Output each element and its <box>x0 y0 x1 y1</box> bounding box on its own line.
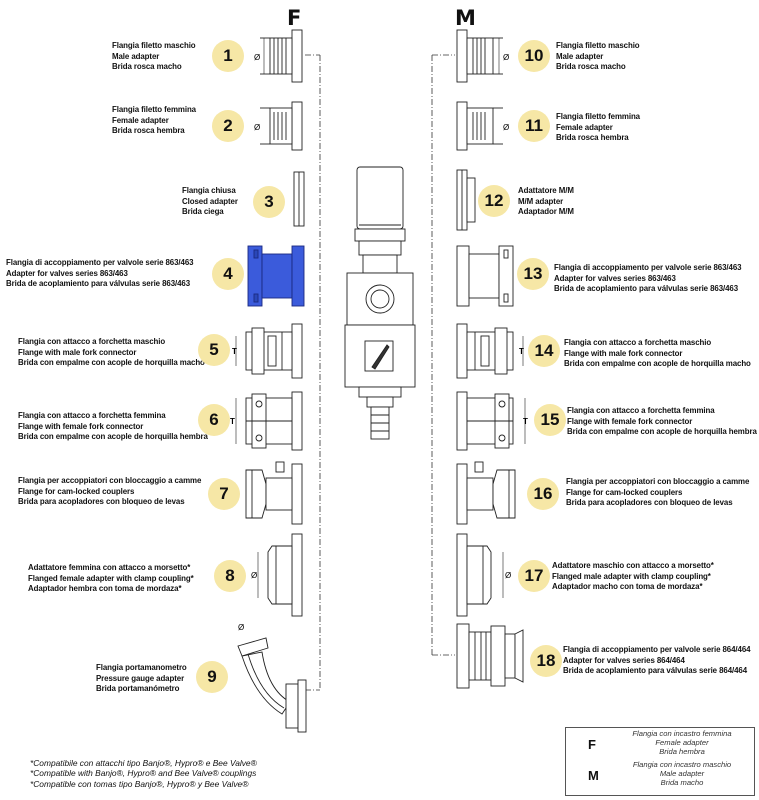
footnote: *Compatibile con attacchi tipo Banjo®, H… <box>30 758 257 789</box>
item-10-diameter-symbol: Ø <box>503 53 509 62</box>
item-1-badge: 1 <box>212 40 244 72</box>
item-18-drawing <box>456 623 524 689</box>
item-15-badge: 15 <box>534 404 566 436</box>
item-9-diameter-symbol: Ø <box>238 623 244 632</box>
item-11-badge: 11 <box>518 110 550 142</box>
item-12-badge: 12 <box>478 185 510 217</box>
item-8-badge: 8 <box>214 560 246 592</box>
item-4-drawing <box>247 245 305 307</box>
item-7-label: Flangia per accoppiatori con bloccaggio … <box>18 475 202 507</box>
item-17-diameter-symbol: Ø <box>505 571 511 580</box>
legend-male-letter: M <box>588 768 599 783</box>
item-17-label: Adattatore maschio con attacco a morsett… <box>552 560 714 592</box>
item-6-badge: 6 <box>198 404 230 436</box>
item-11-diameter-symbol: Ø <box>503 123 509 132</box>
item-9-badge: 9 <box>196 661 228 693</box>
item-7-drawing <box>245 461 303 525</box>
item-18-label: Flangia di accoppiamento per valvole ser… <box>563 644 751 676</box>
item-13-drawing <box>456 245 514 307</box>
item-12-drawing <box>456 169 476 231</box>
item-1-drawing: Ø <box>254 29 303 83</box>
item-7-badge: 7 <box>208 478 240 510</box>
item-11-drawing: Ø <box>456 101 509 151</box>
item-10-drawing: Ø <box>456 29 509 83</box>
item-2-badge: 2 <box>212 110 244 142</box>
item-5-height-symbol: T <box>232 347 237 356</box>
item-2-diameter-symbol: Ø <box>254 123 260 132</box>
item-15-height-symbol: T <box>523 417 528 426</box>
item-4-badge: 4 <box>212 258 244 290</box>
item-13-label: Flangia di accoppiamento per valvole ser… <box>554 262 742 294</box>
item-10-badge: 10 <box>518 40 550 72</box>
legend-female-letter: F <box>588 737 596 752</box>
item-6-height-symbol: T <box>230 417 235 426</box>
item-16-label: Flangia per accoppiatori con bloccaggio … <box>566 476 750 508</box>
item-14-height-symbol: T <box>519 347 524 356</box>
item-2-drawing: Ø <box>254 101 303 151</box>
header-female: F <box>287 6 302 30</box>
item-18-badge: 18 <box>530 645 562 677</box>
item-8-diameter-symbol: Ø <box>251 571 257 580</box>
item-6-drawing: T <box>230 391 303 451</box>
item-3-badge: 3 <box>253 186 285 218</box>
item-15-drawing: T <box>456 391 528 451</box>
item-5-drawing: T <box>232 323 303 379</box>
item-14-badge: 14 <box>528 335 560 367</box>
item-14-drawing: T <box>456 323 524 379</box>
item-1-diameter-symbol: Ø <box>254 53 260 62</box>
item-9-drawing: Ø <box>237 623 307 733</box>
item-3-drawing <box>293 171 305 227</box>
item-16-drawing <box>456 461 516 525</box>
item-17-badge: 17 <box>518 560 550 592</box>
item-8-label: Adattatore femmina con attacco a morsett… <box>28 562 194 594</box>
item-17-drawing: Ø <box>456 533 511 617</box>
item-13-badge: 13 <box>517 258 549 290</box>
item-8-drawing: Ø <box>251 533 303 617</box>
header-male: M <box>455 6 476 30</box>
valve-body <box>344 166 416 440</box>
item-4-label: Flangia di accoppiamento per valvole ser… <box>6 257 194 289</box>
item-5-badge: 5 <box>198 334 230 366</box>
item-16-badge: 16 <box>527 478 559 510</box>
